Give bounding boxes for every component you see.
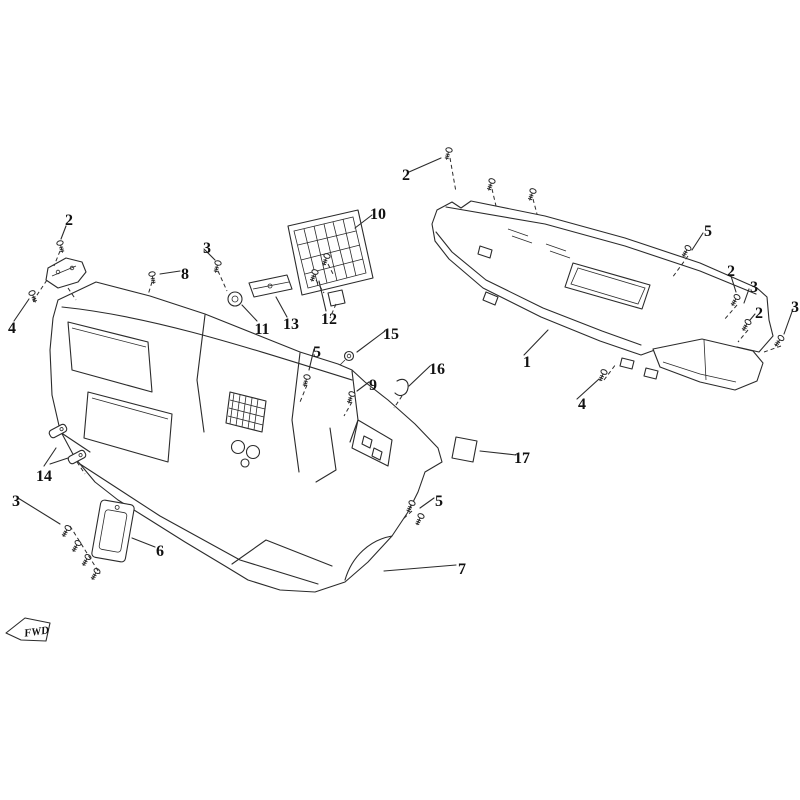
callout-label: 3 bbox=[791, 299, 799, 316]
gauge-hole bbox=[247, 446, 260, 459]
console-body-part bbox=[50, 282, 442, 592]
assembly-lines bbox=[33, 158, 781, 574]
callout-label: 4 bbox=[578, 396, 586, 413]
callout-label: 5 bbox=[435, 493, 443, 510]
mount-bracket-part bbox=[46, 258, 86, 288]
callout-label: 13 bbox=[283, 316, 299, 333]
screw-icon bbox=[27, 289, 39, 304]
screw-icon bbox=[596, 368, 609, 383]
panel-tray bbox=[653, 339, 763, 390]
screw-icon bbox=[79, 552, 93, 568]
screw-icon bbox=[526, 187, 538, 202]
callout-label: 15 bbox=[383, 326, 399, 343]
callout-label: 14 bbox=[36, 468, 52, 485]
callout-label: 11 bbox=[254, 321, 269, 338]
fwd-direction-marker: FWD bbox=[6, 618, 50, 641]
gauge-hole bbox=[241, 459, 249, 467]
screw-icon bbox=[442, 146, 454, 161]
storage-bin-lower bbox=[84, 392, 172, 462]
rear-panel-part bbox=[432, 201, 773, 390]
callout-label: 17 bbox=[514, 450, 530, 467]
clip-nut-part bbox=[48, 423, 68, 439]
clip-part bbox=[395, 379, 408, 395]
callout-label: 12 bbox=[321, 311, 337, 328]
callouts: 2 5 2 3 2 3 1 4 2 4 3 8 10 11 13 12 15 5… bbox=[8, 167, 799, 578]
screw-icon bbox=[88, 566, 102, 582]
gauge-hole bbox=[232, 441, 245, 454]
stud-part bbox=[345, 352, 354, 361]
vent-grate-part bbox=[288, 210, 373, 306]
screw-icon bbox=[772, 333, 786, 349]
storage-bin-upper bbox=[68, 322, 152, 392]
callout-label: 2 bbox=[727, 263, 735, 280]
screw-icon bbox=[147, 270, 158, 285]
callout-label: 16 bbox=[429, 361, 445, 378]
callout-label: 5 bbox=[704, 223, 712, 240]
screw-icon bbox=[55, 239, 67, 254]
callout-label: 3 bbox=[203, 240, 211, 257]
callout-label: 9 bbox=[369, 377, 377, 394]
callout-label: 6 bbox=[156, 543, 164, 560]
callout-label: 5 bbox=[313, 344, 321, 361]
callout-label: 8 bbox=[181, 266, 189, 283]
callout-label: 1 bbox=[523, 354, 531, 371]
screw-icon bbox=[679, 243, 693, 259]
screw-icon bbox=[485, 177, 497, 192]
callout-label: 3 bbox=[12, 493, 20, 510]
callout-label: 3 bbox=[750, 279, 758, 296]
small-parts bbox=[48, 275, 477, 563]
screw-icon bbox=[413, 512, 426, 527]
access-bracket-part bbox=[91, 499, 135, 562]
screw-icon bbox=[69, 538, 83, 554]
fwd-arrow-icon bbox=[6, 618, 50, 641]
pad-part bbox=[452, 437, 477, 462]
callout-label: 10 bbox=[370, 206, 386, 223]
fwd-label: FWD bbox=[22, 624, 50, 640]
callout-label: 7 bbox=[458, 561, 466, 578]
clip-nut-part bbox=[67, 449, 87, 465]
screw-icon bbox=[211, 259, 223, 274]
callout-label: 2 bbox=[755, 305, 763, 322]
grommet-part bbox=[228, 292, 242, 306]
callout-label: 2 bbox=[402, 167, 410, 184]
callout-label: 2 bbox=[65, 212, 73, 229]
callout-label: 4 bbox=[8, 320, 16, 337]
